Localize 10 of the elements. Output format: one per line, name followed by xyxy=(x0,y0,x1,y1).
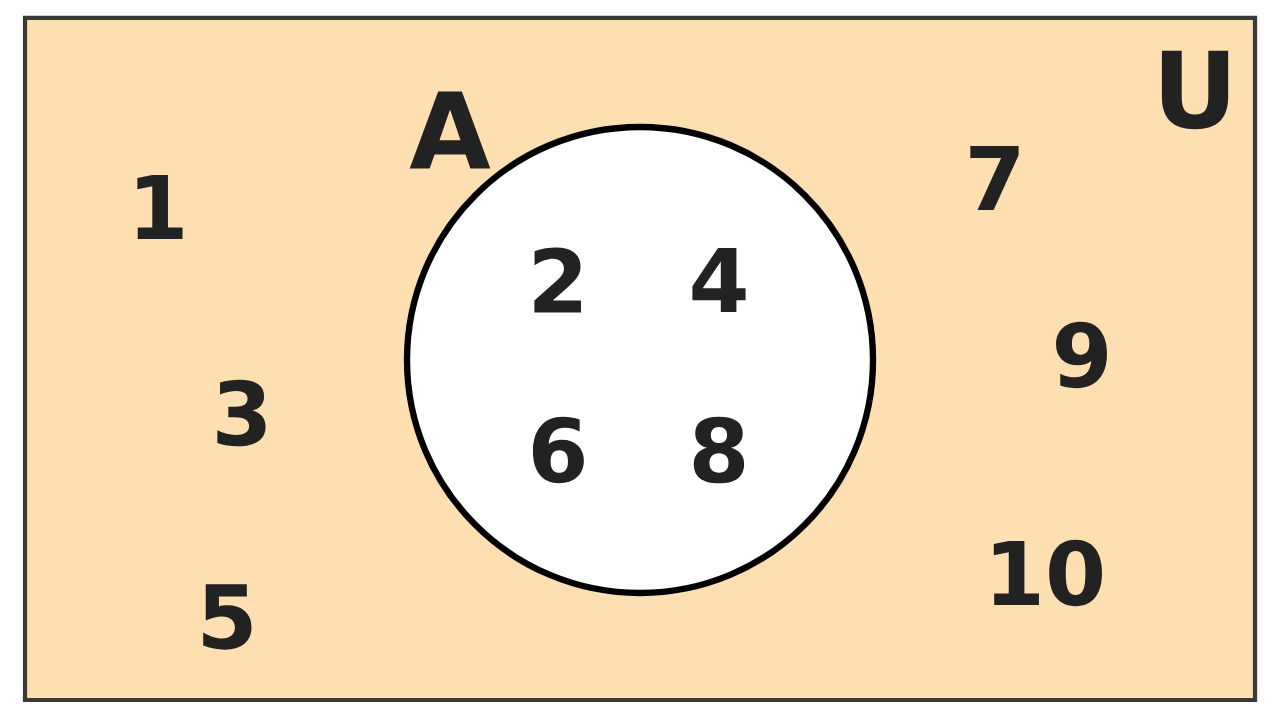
element-number: 2 xyxy=(534,247,581,313)
element-number: 6 xyxy=(532,416,584,484)
element-number: 5 xyxy=(203,584,252,650)
element-number: 10 xyxy=(993,539,1102,607)
element-number: 9 xyxy=(1056,321,1107,389)
element-number: 4 xyxy=(692,247,746,312)
element-number: 1 xyxy=(137,174,183,239)
element-number: 7 xyxy=(970,145,1019,210)
element-number: 8 xyxy=(693,416,745,484)
element-number: 3 xyxy=(217,379,266,447)
